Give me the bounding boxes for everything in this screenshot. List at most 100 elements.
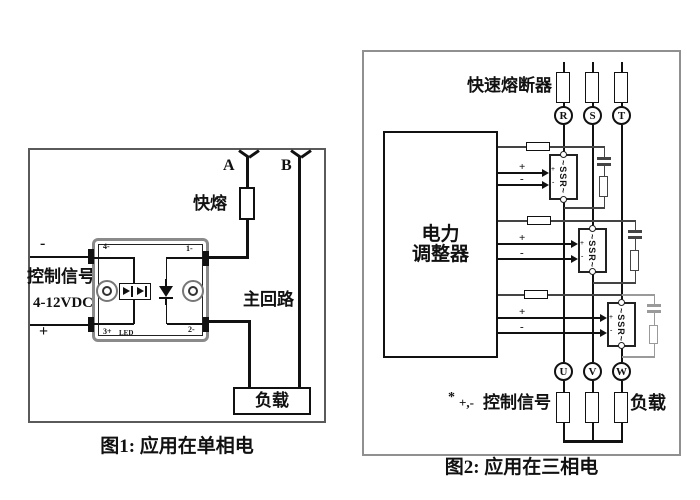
ssr-2-label: ~SSR~ (587, 233, 598, 268)
phase-letter: S (589, 109, 596, 122)
capacitor-icon (628, 236, 642, 239)
ssr-pin-label: + (580, 239, 584, 247)
ssr-3-box: ~SSR~ (607, 302, 636, 347)
phase-letter: U (559, 365, 568, 378)
wire-phase-t (620, 62, 623, 73)
diode-icon (131, 286, 133, 297)
snubber-wire (603, 165, 605, 177)
phase-letter: W (616, 365, 627, 378)
arrow-icon (600, 329, 607, 337)
triac-icon (165, 279, 167, 287)
terminal-pad (88, 249, 94, 264)
wire-ctrl-minus-1 (498, 184, 542, 186)
wire-phase-u (562, 423, 565, 442)
wire-phase-t (620, 125, 623, 304)
triac-icon (159, 297, 173, 299)
ssr-1-box: ~SSR~ (549, 154, 578, 200)
resistor-icon (649, 325, 658, 344)
wire-phase-s (591, 62, 594, 73)
phase-w-badge: W (612, 362, 631, 381)
ctrl-plus-label: + (519, 306, 526, 318)
ssr-pin-label: + (551, 165, 555, 173)
phase-letter: T (617, 109, 626, 122)
phase-v-badge: V (583, 362, 602, 381)
ctrl-minus-label: - (520, 321, 524, 333)
wire-phase-w (620, 381, 623, 392)
control-signal-label: 控制信号 (27, 267, 95, 286)
phase-u-badge: U (554, 362, 573, 381)
minus-label: - (40, 235, 46, 252)
wire-internal (133, 300, 135, 324)
snubber-wire (634, 271, 636, 283)
wire-control-minus (30, 256, 93, 258)
wire-load-bus (562, 440, 623, 443)
snubber-wire (653, 294, 655, 304)
ssr-1-label: ~SSR~ (558, 159, 569, 195)
fuse-symbol (239, 187, 255, 220)
arrow-icon (571, 240, 578, 248)
ctrl-plus-label: + (519, 232, 526, 244)
fuse-symbol (585, 392, 599, 423)
snubber-wire (653, 344, 655, 357)
snubber-wire (593, 282, 636, 284)
wire-phase-s (591, 271, 594, 362)
capacitor-icon (647, 304, 661, 307)
wire-phase-t (620, 346, 623, 362)
fuse-symbol (614, 72, 628, 103)
control-signal-label: 控制信号 (483, 393, 551, 412)
fuse-symbol (585, 72, 599, 103)
led-label: LED (119, 329, 134, 337)
mounting-hole-icon (102, 286, 112, 296)
fig2-caption: 图2: 应用在三相电 (444, 457, 599, 478)
power-regulator-box: 电力 调整器 (383, 131, 498, 358)
wire-ctrl-plus-3 (498, 317, 600, 319)
terminal-b-label: B (281, 157, 292, 174)
wire-control-plus (30, 324, 102, 326)
note-star: * (448, 390, 455, 405)
triac-icon (165, 299, 167, 305)
wire-phase-a (245, 157, 249, 187)
ssr-terminal-dot (560, 196, 567, 203)
arrow-icon (600, 314, 607, 322)
plus-label: + (39, 323, 49, 340)
fuse-symbol (524, 290, 548, 299)
fig2-frame (362, 50, 681, 456)
ssr-terminal-dot (560, 151, 567, 158)
wire-ctrl-plus-1 (498, 172, 542, 174)
note-plusminus: +,- (459, 395, 474, 410)
snubber-wire (634, 221, 636, 230)
snubber-wire (603, 197, 605, 208)
fast-fuse-label: 快速熔断器 (467, 76, 552, 95)
snubber-wire (622, 294, 655, 296)
wire-internal (94, 323, 134, 325)
wire-phase-v (591, 381, 594, 392)
ssr-pin-label: - (581, 252, 584, 260)
fig1-frame (28, 148, 326, 423)
wire-internal (167, 323, 203, 325)
phase-r-badge: R (554, 106, 573, 125)
terminal-label-4: 4- (103, 242, 110, 251)
wire-phase-r (562, 62, 565, 73)
wire-ctrl-minus-2 (498, 258, 571, 260)
ssr-pin-label: - (610, 326, 613, 334)
wire-gate-1 (498, 146, 605, 148)
snubber-wire (603, 147, 605, 157)
wire-phase-s (591, 125, 594, 230)
regulator-label: 电力 (421, 223, 460, 245)
resistor-icon (630, 250, 639, 271)
wire-internal (133, 257, 135, 284)
phase-letter: V (588, 365, 597, 378)
regulator-label: 调整器 (411, 243, 469, 265)
ssr-2-box: ~SSR~ (578, 228, 607, 273)
wire-phase-b (297, 157, 301, 387)
snubber-wire (564, 207, 605, 209)
wire-ssr-out-bottom (207, 320, 251, 323)
snubber-wire (653, 312, 655, 326)
fuse-symbol (556, 392, 570, 423)
wire-phase-r (562, 199, 565, 362)
wire-phase-w (620, 423, 623, 442)
load-label: 负载 (255, 391, 289, 411)
fuse-symbol (527, 216, 551, 225)
phase-s-badge: S (583, 106, 602, 125)
